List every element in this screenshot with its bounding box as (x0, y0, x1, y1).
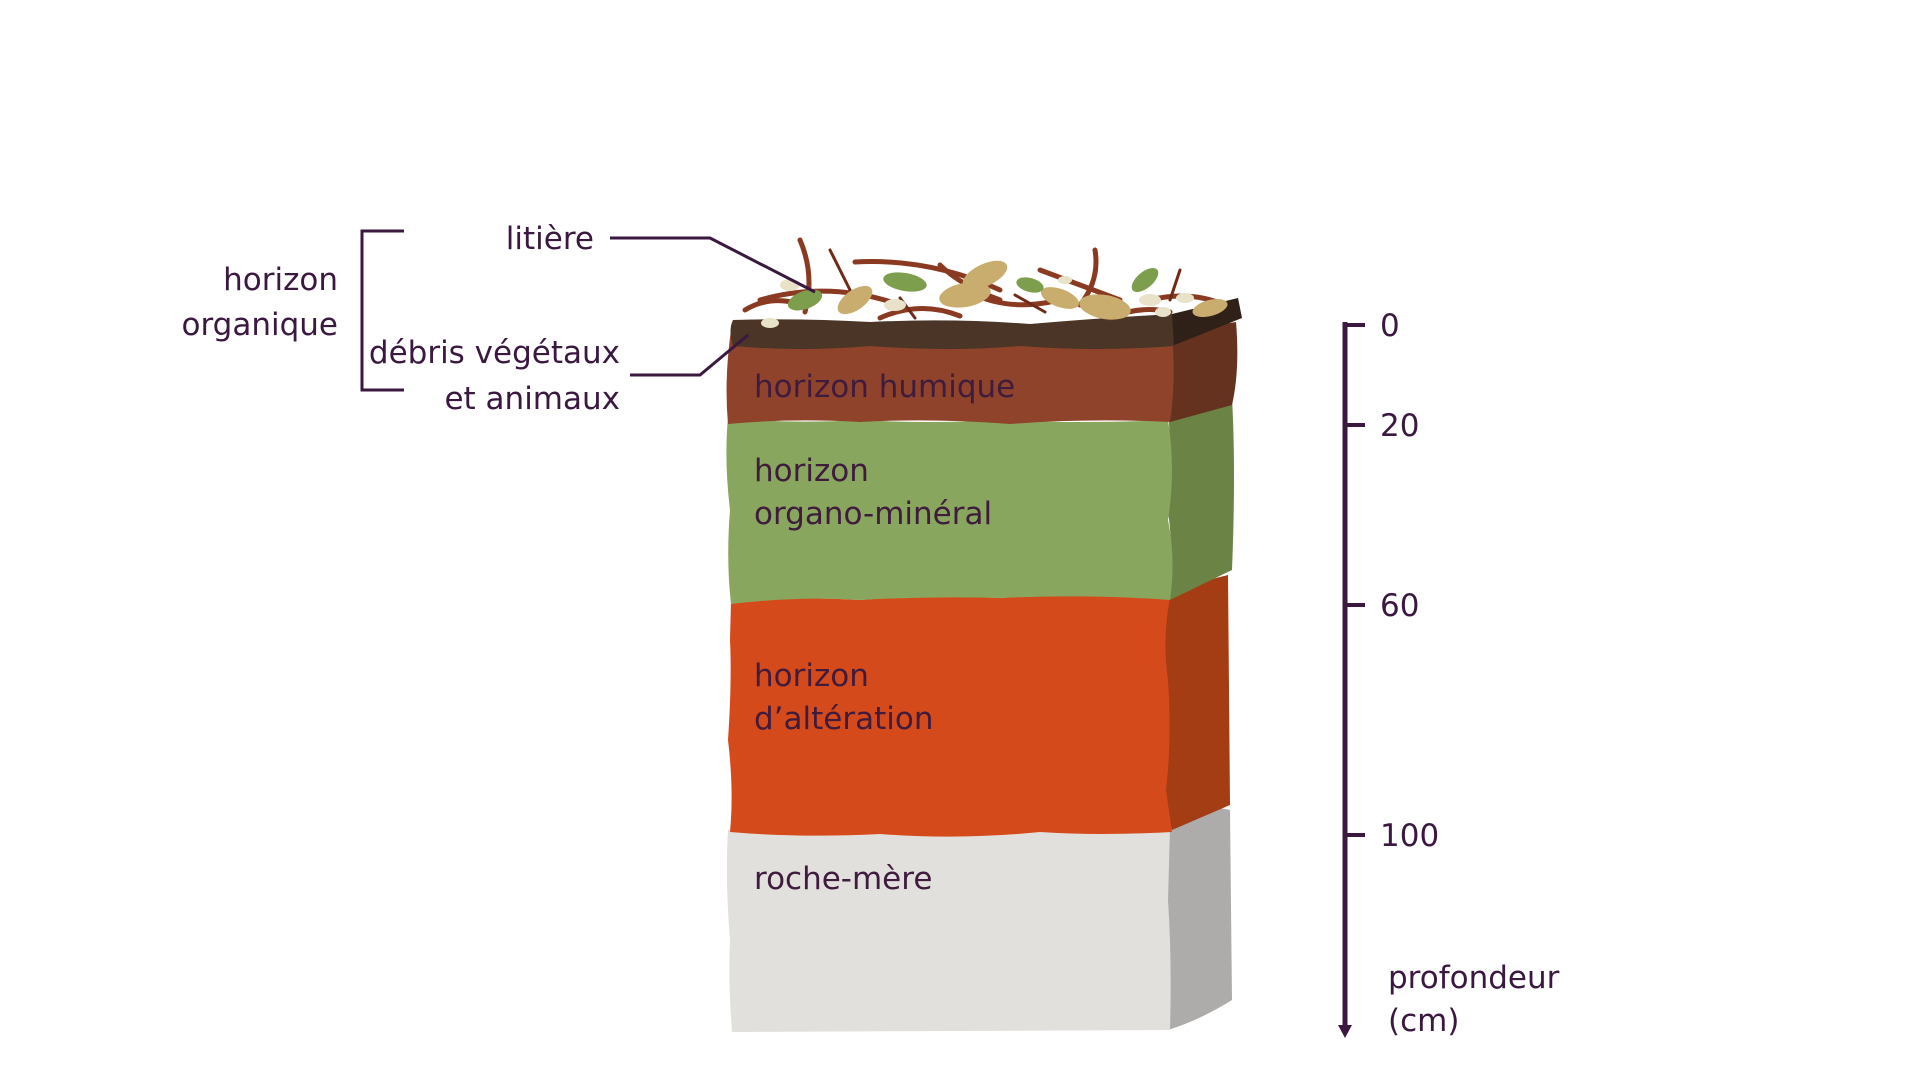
depth-axis-arrowhead (1338, 1025, 1352, 1038)
label-debris-line2: et animaux (444, 381, 620, 417)
label-organo-line2: organo-minéral (754, 496, 992, 532)
label-alteration-line1: horizon (754, 658, 869, 694)
label-organique-line2: organique (182, 307, 339, 343)
layer-alteration (728, 575, 1230, 837)
leader-line-debris (630, 333, 749, 377)
label-litiere: litière (506, 221, 594, 257)
layer-litiere-soil (730, 298, 1242, 349)
depth-label-100: 100 (1380, 818, 1439, 854)
label-organo-line1: horizon (754, 453, 869, 489)
label-alteration-line2: d’altération (754, 701, 934, 737)
label-horizon-humique: horizon humique (754, 369, 1015, 405)
soil-column (726, 298, 1242, 1032)
depth-axis: 0 20 60 100 profondeur (cm) (1338, 308, 1560, 1039)
layer-humique (726, 322, 1238, 424)
label-debris-line1: débris végétaux (369, 335, 620, 371)
litter-debris (742, 237, 1228, 328)
depth-axis-title-line1: profondeur (1388, 960, 1560, 996)
label-roche-mere: roche-mère (754, 861, 932, 897)
layer-organo-mineral (726, 398, 1234, 604)
bracket-horizon-organique (360, 229, 404, 392)
depth-label-60: 60 (1380, 588, 1419, 624)
depth-axis-title-line2: (cm) (1388, 1003, 1459, 1039)
depth-label-20: 20 (1380, 408, 1419, 444)
leader-line-litiere (610, 236, 816, 294)
layer-roche-mere (726, 808, 1232, 1032)
depth-label-0: 0 (1380, 308, 1400, 344)
label-organique-line1: horizon (223, 262, 338, 298)
